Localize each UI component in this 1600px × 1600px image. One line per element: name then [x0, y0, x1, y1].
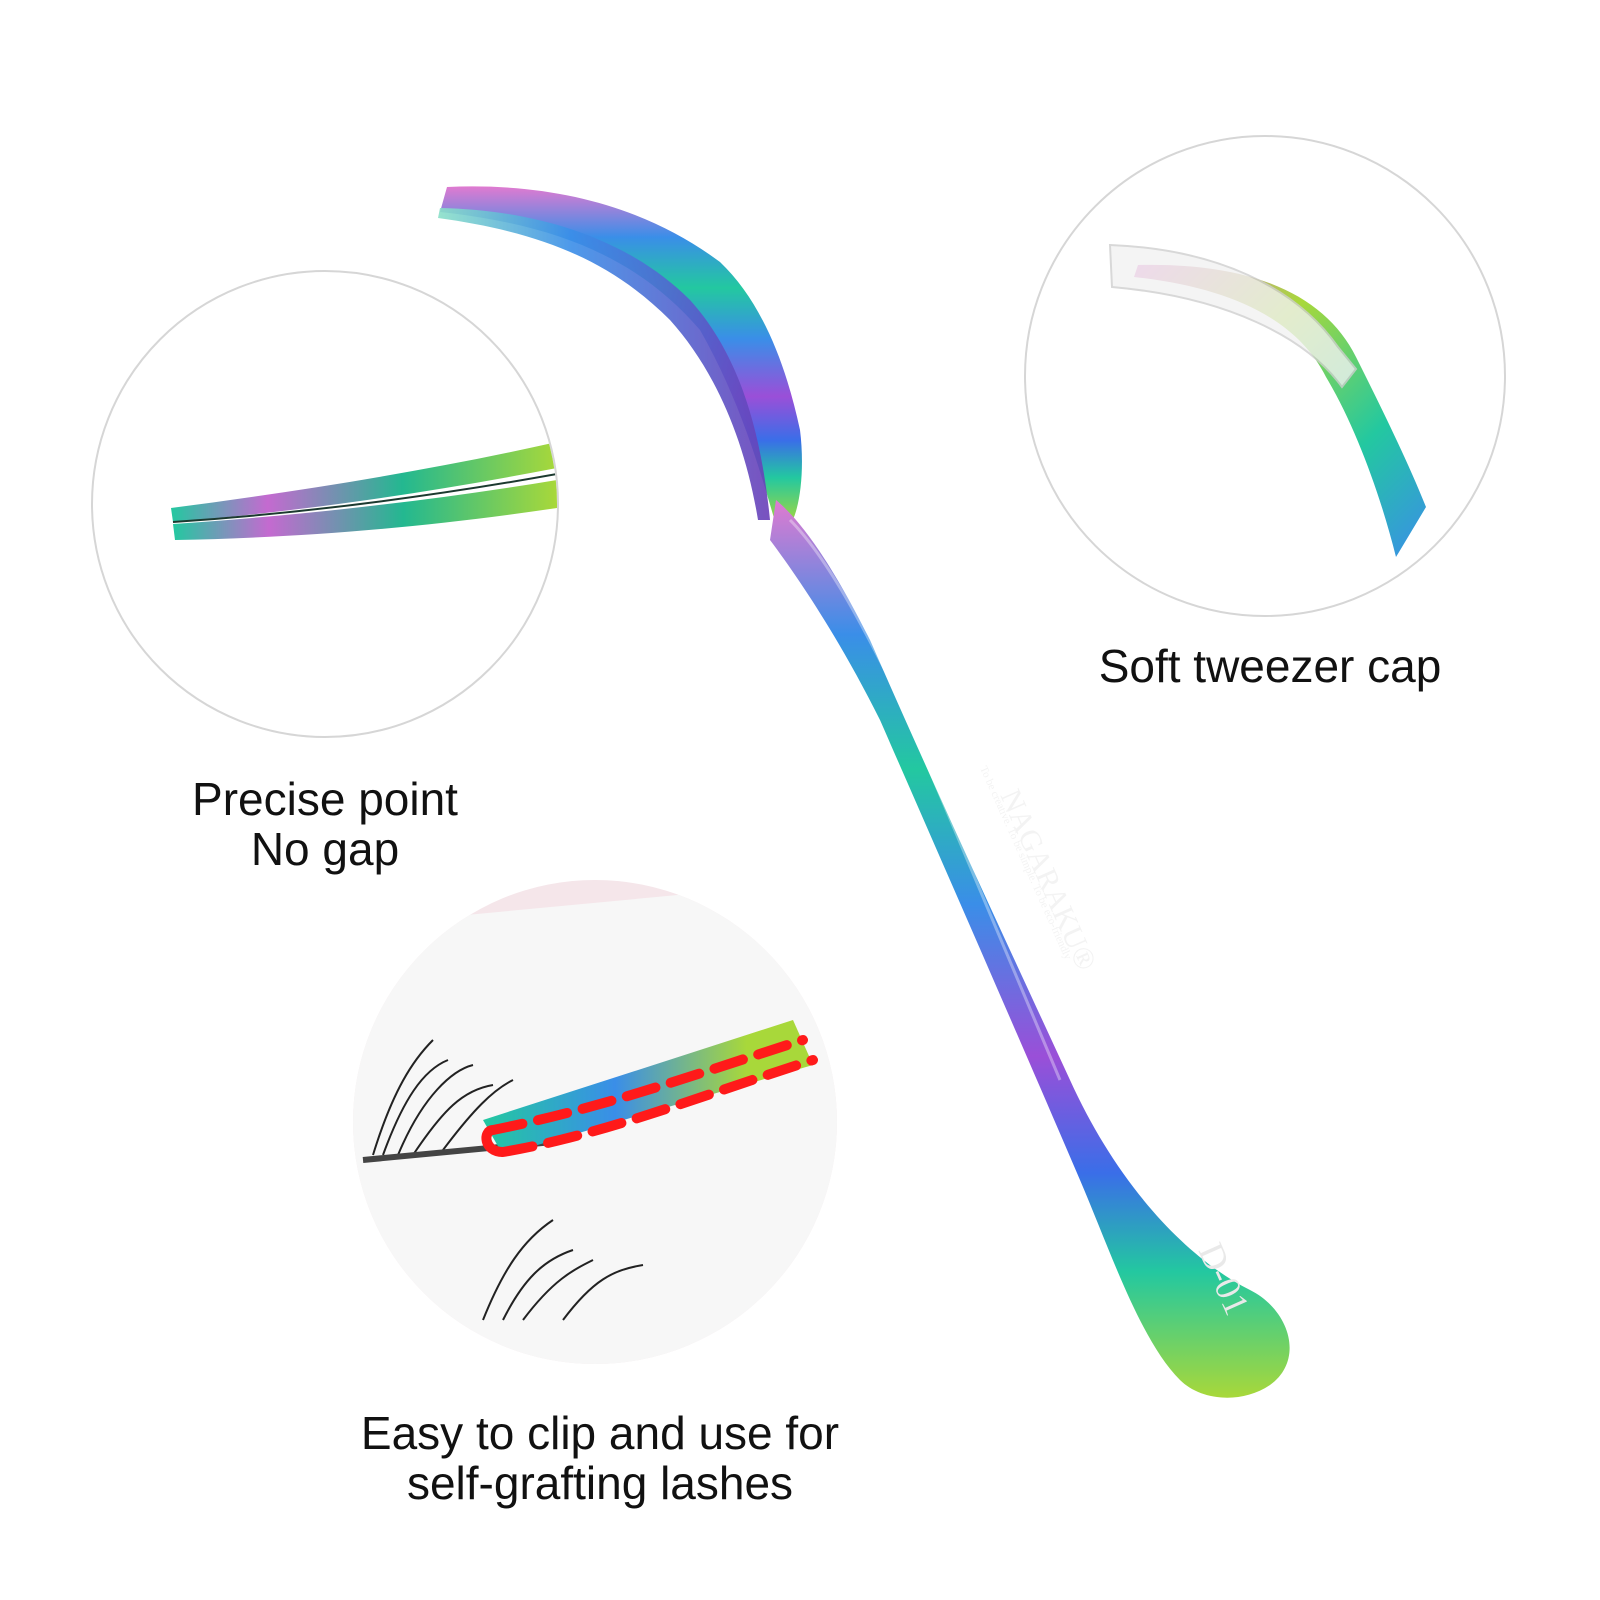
- clip-line2: self-grafting lashes: [406, 1457, 794, 1509]
- lash-clip-closeup: [353, 880, 837, 1364]
- soft-cap-line: Soft tweezer cap: [1098, 640, 1442, 692]
- tweezer-body: [770, 500, 1290, 1398]
- clip-line1: Easy to clip and use for: [360, 1407, 840, 1459]
- precise-point-closeup: [91, 270, 559, 738]
- precise-point-line1: Precise point: [192, 773, 458, 825]
- precise-point-caption: Precise point No gap: [100, 774, 550, 874]
- clip-lashes-caption: Easy to clip and use for self-grafting l…: [330, 1408, 870, 1508]
- precise-point-line2: No gap: [250, 823, 400, 875]
- soft-cap-caption: Soft tweezer cap: [1040, 641, 1500, 691]
- tweezer-tips-upper: [440, 186, 802, 525]
- tweezer-tips-lower: [438, 208, 770, 520]
- tweezer-cap-closeup: [1024, 135, 1506, 617]
